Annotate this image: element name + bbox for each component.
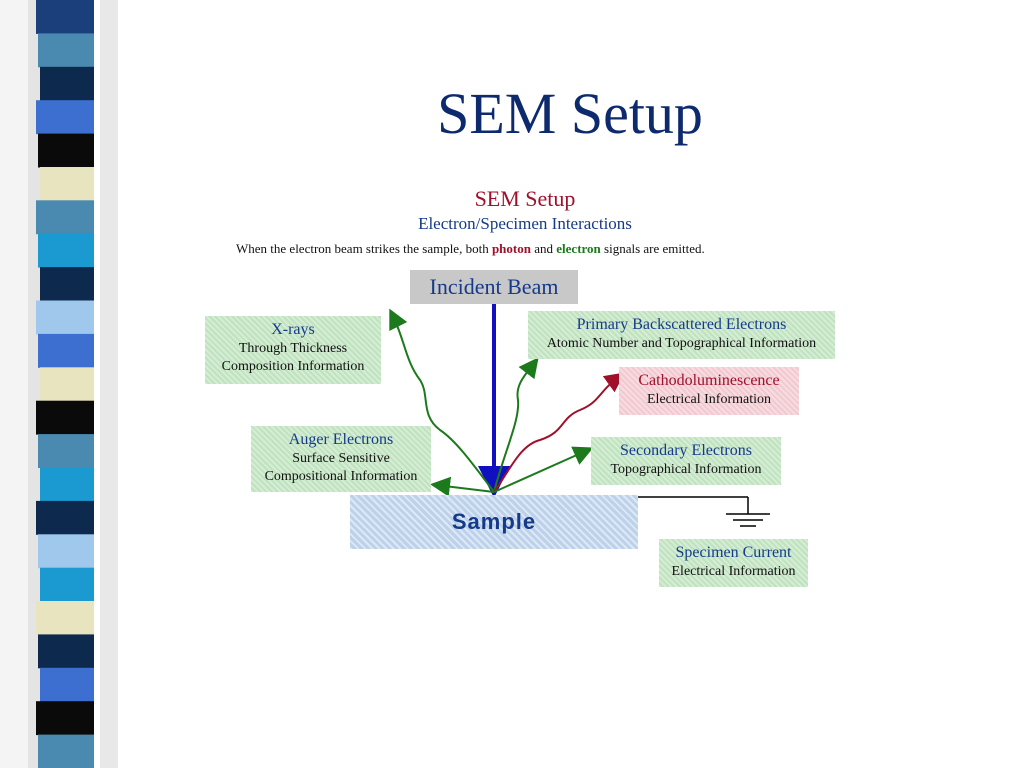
stripe-segment xyxy=(38,534,94,569)
stripe-segment xyxy=(40,567,94,602)
secondary-arrow xyxy=(493,446,594,493)
stripe-segment xyxy=(36,200,94,235)
decorative-stripe-band xyxy=(0,0,118,768)
incident-beam-label: Incident Beam xyxy=(410,270,578,304)
stripe-segment xyxy=(40,66,94,101)
stripe-segment xyxy=(40,667,94,702)
xray-arrow xyxy=(389,308,495,493)
stripe-segment xyxy=(40,467,94,502)
stripe-segment xyxy=(36,601,94,635)
cathodoluminescence-box: Cathodoluminescence Electrical Informati… xyxy=(619,367,799,415)
ground-symbol xyxy=(638,496,770,527)
xrays-box: X-rays Through Thickness Composition Inf… xyxy=(205,316,381,384)
stripe-segment xyxy=(36,0,94,34)
photon-word: photon xyxy=(491,241,531,256)
secondary-electrons-box: Secondary Electrons Topographical Inform… xyxy=(591,437,781,485)
sample-block: Sample xyxy=(350,495,638,549)
backscattered-box: Primary Backscattered Electrons Atomic N… xyxy=(528,311,835,359)
figure-title: SEM Setup xyxy=(474,186,576,211)
stripe-segment xyxy=(38,434,94,468)
stripe-segment xyxy=(40,167,94,201)
stripe-segment xyxy=(40,267,94,301)
stripe-segment xyxy=(38,233,94,268)
auger-box: Auger Electrons Surface Sensitive Compos… xyxy=(251,426,431,492)
cathodo-arrow xyxy=(493,372,625,493)
stripe-segment xyxy=(36,300,94,335)
stripe-segment xyxy=(38,33,94,68)
figure-description: When the electron beam strikes the sampl… xyxy=(236,241,705,256)
stripe-segment xyxy=(36,500,94,535)
stripe-segment xyxy=(38,333,94,368)
stripe-segment xyxy=(36,701,94,736)
auger-arrow xyxy=(430,476,495,497)
stripe-segment xyxy=(40,367,94,402)
backscattered-arrow xyxy=(493,357,539,493)
figure-subtitle: Electron/Specimen Interactions xyxy=(418,214,632,233)
electron-word: electron xyxy=(556,241,601,256)
stripe-segment xyxy=(36,400,94,435)
stripe-segment xyxy=(36,100,94,135)
stripe-segment xyxy=(38,133,94,168)
stripe-segment xyxy=(38,634,94,669)
stripe-segment xyxy=(38,734,94,768)
specimen-current-box: Specimen Current Electrical Information xyxy=(659,539,808,587)
slide-title: SEM Setup xyxy=(437,81,703,146)
